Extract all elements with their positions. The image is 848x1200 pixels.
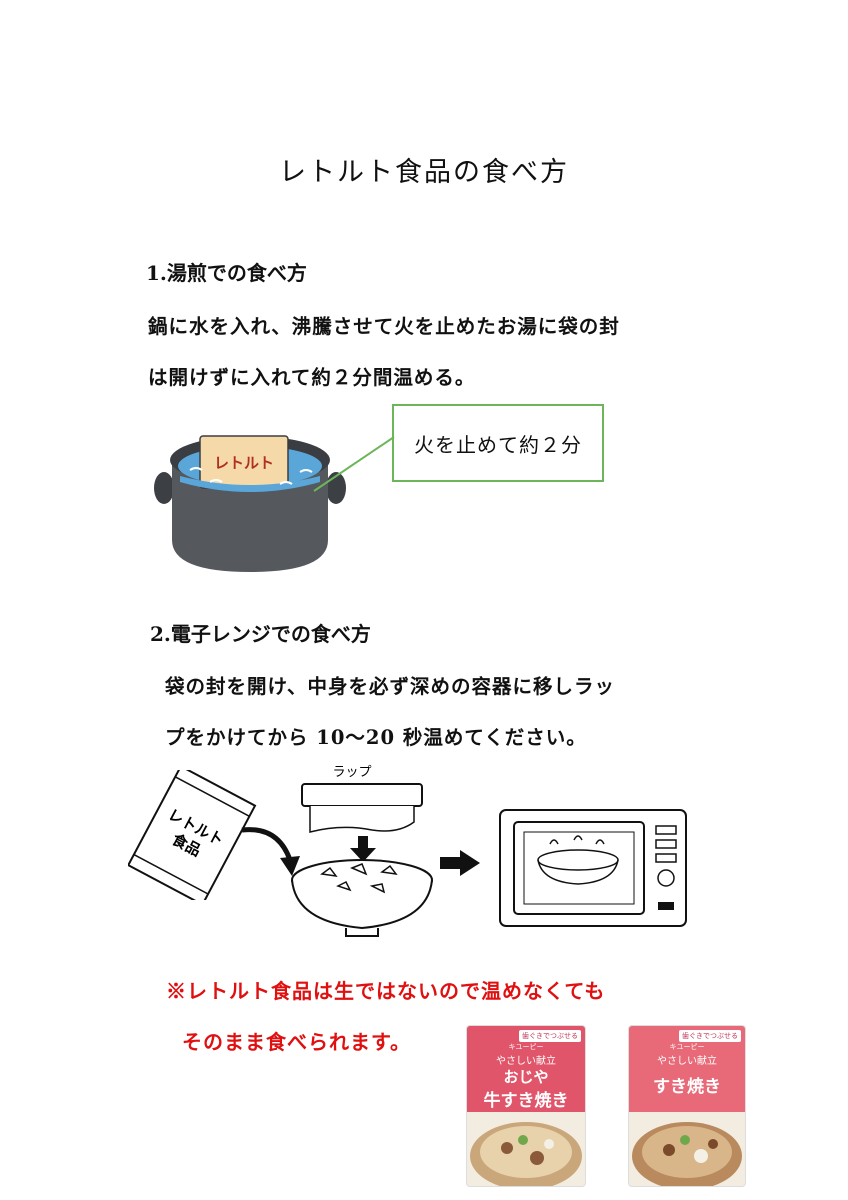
section1-line1: 鍋に水を入れ、沸騰させて火を止めたお湯に袋の封 <box>148 315 620 338</box>
callout-leader-line <box>313 436 395 492</box>
product-2-name-line1: すき焼き <box>653 1077 721 1097</box>
page-title: レトルト食品の食べ方 <box>279 157 569 188</box>
section1-heading: 1.湯煎での食べ方 <box>146 261 307 285</box>
product-1-name-line1: おじや <box>503 1068 549 1086</box>
note-line1: ※レトルト食品は生ではないので温めなくても <box>166 979 606 1003</box>
product-2-food-image <box>632 1122 742 1186</box>
pot-pouch-label: レトルト <box>214 454 274 472</box>
product-2-series: やさしい献立 <box>657 1056 717 1067</box>
section2-heading: 2.電子レンジでの食べ方 <box>150 622 371 646</box>
callout-box: 火を止めて約２分 <box>392 404 604 482</box>
product-2-badge: 歯ぐきでつぶせる <box>679 1030 741 1042</box>
curved-arrow-icon <box>241 827 300 876</box>
pot-illustration: レトルト <box>154 435 346 572</box>
section2-line2: プをかけてから 10～20 秒温めてください。 <box>165 726 587 749</box>
product-1-brand: キユーピー <box>508 1043 544 1051</box>
product-package-1: 歯ぐきでつぶせる キユーピー やさしい献立 おじや 牛すき焼き <box>466 1025 586 1187</box>
product-1-name-line2: 牛すき焼き <box>483 1091 569 1111</box>
microwave-illustration <box>499 809 687 927</box>
retort-pouch-illustration: レトルト 食品 <box>128 770 257 900</box>
product-1-badge: 歯ぐきでつぶせる <box>519 1030 581 1042</box>
wrap-label: ラップ <box>332 765 371 780</box>
section1-line2: は開けずに入れて約２分間温める。 <box>148 366 476 389</box>
note-line2: そのまま食べられます。 <box>182 1030 411 1054</box>
product-1-series: やさしい献立 <box>496 1056 556 1067</box>
bowl-with-wrap-illustration: ラップ <box>291 765 433 937</box>
product-2-brand: キユーピー <box>669 1043 705 1051</box>
product-1-food-image <box>470 1122 582 1186</box>
product-package-2: 歯ぐきでつぶせる キユーピー やさしい献立 すき焼き <box>628 1025 746 1187</box>
right-arrow-icon <box>440 850 480 876</box>
section2-line1: 袋の封を開け、中身を必ず深めの容器に移しラッ <box>165 675 616 698</box>
